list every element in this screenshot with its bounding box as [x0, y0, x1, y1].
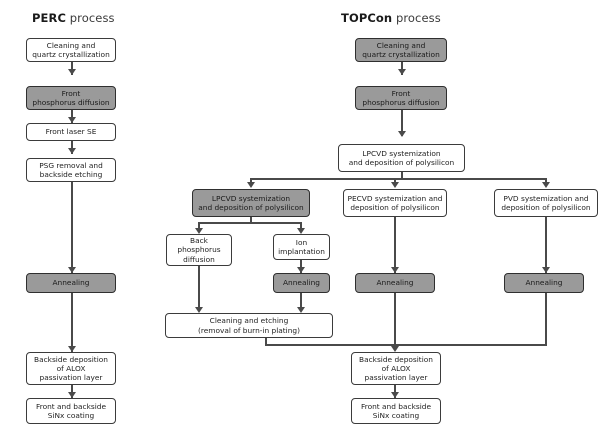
topcon-node-back-phosphorus-diffusion[interactable]: Back phosphorus diffusion: [166, 234, 232, 266]
topcon-node-lpcvd-branch-label: LPCVD systemization and deposition of po…: [198, 193, 304, 212]
ion-to-annealing-arrow-icon: [296, 267, 305, 273]
topcon-node-sinx-coating-label: Front and backside SiNx coating: [360, 401, 431, 420]
topcon-branch-arrow-lpcvd-icon: [246, 182, 255, 188]
perc-connector-3: [71, 141, 73, 154]
topcon-connector-2: [401, 110, 403, 136]
topcon-node-lpcvd-branch[interactable]: LPCVD systemization and deposition of po…: [192, 189, 310, 217]
perc-arrow-6-icon: [67, 392, 76, 398]
bottom-merge-arrow-icon: [390, 346, 399, 352]
perc-node-sinx-coating-label: Front and backside SiNx coating: [35, 401, 106, 420]
lpcvd-sub-arrow-right-icon: [296, 228, 305, 234]
topcon-node-backside-alox-label: Backside deposition of ALOX passivation …: [359, 354, 433, 383]
topcon-node-front-phosphorus-diffusion[interactable]: Front phosphorus diffusion: [355, 86, 447, 110]
perc-connector-5: [71, 293, 73, 352]
topcon-node-lpcvd-main[interactable]: LPCVD systemization and deposition of po…: [338, 144, 465, 172]
perc-node-front-laser-se[interactable]: Front laser SE: [26, 123, 116, 141]
perc-node-backside-alox-label: Backside deposition of ALOX passivation …: [34, 354, 108, 383]
topcon-node-cleaning-quartz-label: Cleaning and quartz crystallization: [362, 40, 440, 59]
topcon-arrow-bottom-icon: [390, 392, 399, 398]
backphos-to-cleaning-arrow-icon: [194, 307, 203, 313]
topcon-branch-arrow-pvd-icon: [541, 182, 550, 188]
topcon-node-pecvd-branch[interactable]: PECVD systemization and deposition of po…: [343, 189, 447, 217]
topcon-node-cleaning-etching-label: Cleaning and etching (removal of burn-in…: [197, 316, 300, 335]
topcon-branch-stem-lpcvd: [250, 178, 252, 183]
topcon-node-annealing-pvd[interactable]: Annealing: [504, 273, 584, 293]
topcon-node-sinx-coating[interactable]: Front and backside SiNx coating: [351, 398, 441, 424]
topcon-node-backside-alox[interactable]: Backside deposition of ALOX passivation …: [351, 352, 441, 385]
topcon-branch-arrow-pecvd-icon: [390, 182, 399, 188]
topcon-node-pvd-branch-label: PVD systemization and deposition of poly…: [501, 193, 591, 212]
perc-node-psg-removal[interactable]: PSG removal and backside etching: [26, 158, 116, 182]
perc-process-title: PERC process: [32, 11, 115, 25]
topcon-branch-bus: [250, 178, 547, 180]
topcon-node-annealing-ion-label: Annealing: [283, 278, 320, 288]
pecvd-annealing-merge-stem: [394, 293, 396, 346]
topcon-node-pvd-branch[interactable]: PVD systemization and deposition of poly…: [494, 189, 598, 217]
topcon-connector-3: [401, 172, 403, 180]
topcon-node-annealing-pecvd[interactable]: Annealing: [355, 273, 435, 293]
perc-arrow-4-icon: [67, 267, 76, 273]
topcon-connector-bottom: [394, 385, 396, 398]
pvd-annealing-merge-stem: [545, 293, 547, 346]
perc-node-annealing-label: Annealing: [52, 278, 90, 288]
lpcvd-sub-arrow-left-icon: [194, 228, 203, 234]
backphos-to-cleaning-connector: [198, 266, 200, 307]
topcon-node-annealing-pvd-label: Annealing: [525, 278, 563, 288]
perc-node-front-phosphorus-diffusion-label: Front phosphorus diffusion: [32, 88, 110, 107]
ionannealing-to-cleaning-arrow-icon: [296, 307, 305, 313]
topcon-node-cleaning-etching[interactable]: Cleaning and etching (removal of burn-in…: [165, 313, 333, 338]
lpcvd-sub-bus: [198, 222, 302, 224]
perc-arrow-5-icon: [67, 346, 76, 352]
topcon-node-annealing-pecvd-label: Annealing: [376, 278, 414, 288]
pecvd-to-annealing-arrow-icon: [390, 267, 399, 273]
topcon-branch-stem-pecvd: [394, 178, 396, 183]
topcon-process-title: TOPCon process: [341, 11, 441, 25]
topcon-node-lpcvd-main-label: LPCVD systemization and deposition of po…: [348, 148, 455, 167]
perc-connector-4: [71, 182, 73, 273]
perc-node-annealing[interactable]: Annealing: [26, 273, 116, 293]
topcon-branch-stem-pvd: [545, 178, 547, 183]
topcon-node-annealing-ion[interactable]: Annealing: [273, 273, 330, 293]
perc-connector-2: [71, 110, 73, 123]
pvd-to-annealing-arrow-icon: [541, 267, 550, 273]
topcon-connector-1: [401, 62, 403, 75]
perc-arrow-3-icon: [67, 148, 76, 154]
perc-arrow-1-icon: [67, 69, 76, 75]
lpcvd-sub-stem: [250, 217, 252, 224]
topcon-node-back-phosphorus-diffusion-label: Back phosphorus diffusion: [177, 236, 221, 264]
perc-title-strong: PERC: [32, 11, 66, 25]
perc-arrow-2-icon: [67, 117, 76, 123]
topcon-node-ion-implantation-label: Ion implantation: [278, 237, 325, 256]
cleaning-merge-stem: [265, 338, 267, 346]
bottom-merge-bus: [265, 344, 547, 346]
pvd-to-annealing-connector: [545, 217, 547, 273]
perc-node-cleaning-quartz-label: Cleaning and quartz crystallization: [32, 40, 110, 59]
topcon-title-strong: TOPCon: [341, 11, 393, 25]
topcon-title-light: process: [392, 11, 441, 25]
ion-to-annealing-connector: [300, 260, 302, 273]
topcon-arrow-1-icon: [397, 69, 406, 75]
perc-node-front-phosphorus-diffusion[interactable]: Front phosphorus diffusion: [26, 86, 116, 110]
topcon-node-cleaning-quartz[interactable]: Cleaning and quartz crystallization: [355, 38, 447, 62]
pecvd-to-annealing-connector: [394, 217, 396, 273]
perc-connector-6: [71, 385, 73, 398]
perc-node-cleaning-quartz[interactable]: Cleaning and quartz crystallization: [26, 38, 116, 62]
topcon-node-pecvd-branch-label: PECVD systemization and deposition of po…: [347, 193, 443, 212]
ionannealing-to-cleaning-connector: [300, 293, 302, 307]
topcon-node-front-phosphorus-diffusion-label: Front phosphorus diffusion: [362, 88, 440, 107]
lpcvd-sub-stem-left: [198, 222, 200, 229]
perc-node-front-laser-se-label: Front laser SE: [45, 127, 97, 137]
perc-title-light: process: [65, 11, 115, 25]
perc-node-sinx-coating[interactable]: Front and backside SiNx coating: [26, 398, 116, 424]
lpcvd-sub-stem-right: [300, 222, 302, 229]
topcon-node-ion-implantation[interactable]: Ion implantation: [273, 234, 330, 260]
topcon-arrow-2-icon: [397, 131, 406, 137]
perc-node-backside-alox[interactable]: Backside deposition of ALOX passivation …: [26, 352, 116, 385]
perc-connector-1: [71, 62, 73, 75]
perc-node-psg-removal-label: PSG removal and backside etching: [39, 160, 103, 179]
